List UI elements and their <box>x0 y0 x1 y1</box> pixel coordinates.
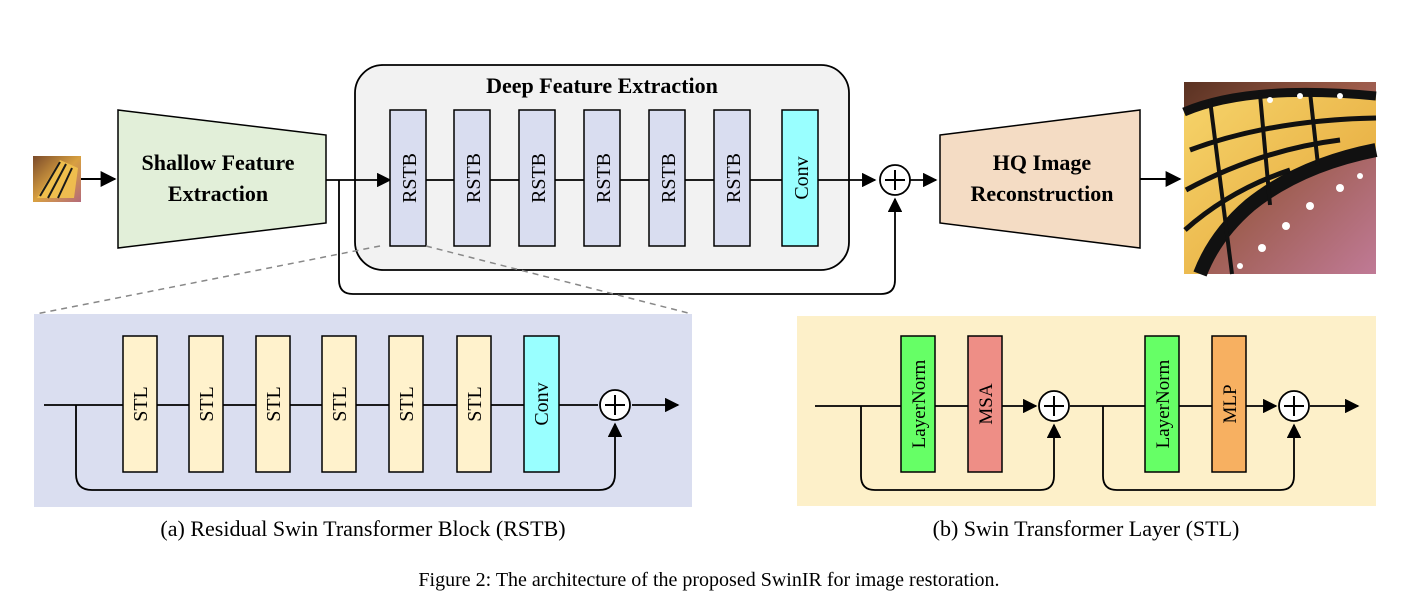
svg-text:LayerNorm: LayerNorm <box>909 359 930 448</box>
rstb-block-2: RSTB <box>453 109 491 247</box>
svg-text:STL: STL <box>464 386 486 422</box>
deep-conv-block: Conv <box>781 109 819 247</box>
input-image <box>33 156 81 202</box>
svg-text:RSTB: RSTB <box>528 153 550 203</box>
mlp-block: MLP <box>1211 335 1247 473</box>
hq-reconstruction-block <box>939 109 1141 249</box>
deep-feature-title: Deep Feature Extraction <box>486 73 718 98</box>
svg-text:RSTB: RSTB <box>399 153 421 203</box>
rstb-block-1: RSTB <box>389 109 427 247</box>
stl-sum-node-2 <box>1278 390 1310 422</box>
rstb-caption: (a) Residual Swin Transformer Block (RST… <box>160 516 565 541</box>
rstb-block-4: RSTB <box>583 109 621 247</box>
stl-skip-connection-1 <box>860 406 1062 491</box>
main-sum-node <box>879 164 911 196</box>
svg-text:RSTB: RSTB <box>593 153 615 203</box>
zoom-line-right <box>425 245 693 315</box>
rstb-block-3: RSTB <box>518 109 556 247</box>
stl-block-6: STL <box>456 335 492 473</box>
rstb-block-6: RSTB <box>713 109 751 247</box>
zoom-line-left <box>35 245 381 315</box>
layernorm-block-2: LayerNorm <box>1144 335 1180 473</box>
stl-block-3: STL <box>255 335 291 473</box>
stl-block-5: STL <box>388 335 424 473</box>
stl-block-1: STL <box>122 335 158 473</box>
svg-text:STL: STL <box>196 386 218 422</box>
layernorm-block-1: LayerNorm <box>900 335 936 473</box>
stl-block-2: STL <box>188 335 224 473</box>
stl-block-4: STL <box>321 335 357 473</box>
svg-text:Conv: Conv <box>531 382 553 425</box>
stl-skip-connection-2 <box>1102 406 1302 491</box>
stl-caption: (b) Swin Transformer Layer (STL) <box>933 516 1240 541</box>
recon-label-line2: Reconstruction <box>971 181 1114 206</box>
svg-text:STL: STL <box>130 386 152 422</box>
svg-text:RSTB: RSTB <box>658 153 680 203</box>
rstb-skip-connection <box>75 405 623 491</box>
svg-text:LayerNorm: LayerNorm <box>1153 359 1174 448</box>
rstb-block-5: RSTB <box>648 109 686 247</box>
svg-text:STL: STL <box>396 386 418 422</box>
shallow-label-line1: Shallow Feature <box>142 150 295 175</box>
shallow-label-line2: Extraction <box>168 181 268 206</box>
svg-text:MSA: MSA <box>976 383 997 424</box>
svg-text:RSTB: RSTB <box>463 153 485 203</box>
svg-text:Conv: Conv <box>791 156 813 199</box>
global-skip-connection <box>338 180 903 295</box>
output-image <box>1182 82 1378 277</box>
rstb-sum-node <box>599 389 631 421</box>
rstb-conv-block: Conv <box>523 335 560 473</box>
stl-sum-node-1 <box>1038 390 1070 422</box>
shallow-feature-extraction-block <box>117 109 327 249</box>
svg-text:MLP: MLP <box>1220 384 1241 423</box>
msa-block: MSA <box>967 335 1003 473</box>
recon-label-line1: HQ Image <box>993 150 1092 175</box>
svg-text:STL: STL <box>263 386 285 422</box>
figure-caption: Figure 2: The architecture of the propos… <box>418 569 999 591</box>
svg-text:STL: STL <box>329 386 351 422</box>
svg-text:RSTB: RSTB <box>723 153 745 203</box>
